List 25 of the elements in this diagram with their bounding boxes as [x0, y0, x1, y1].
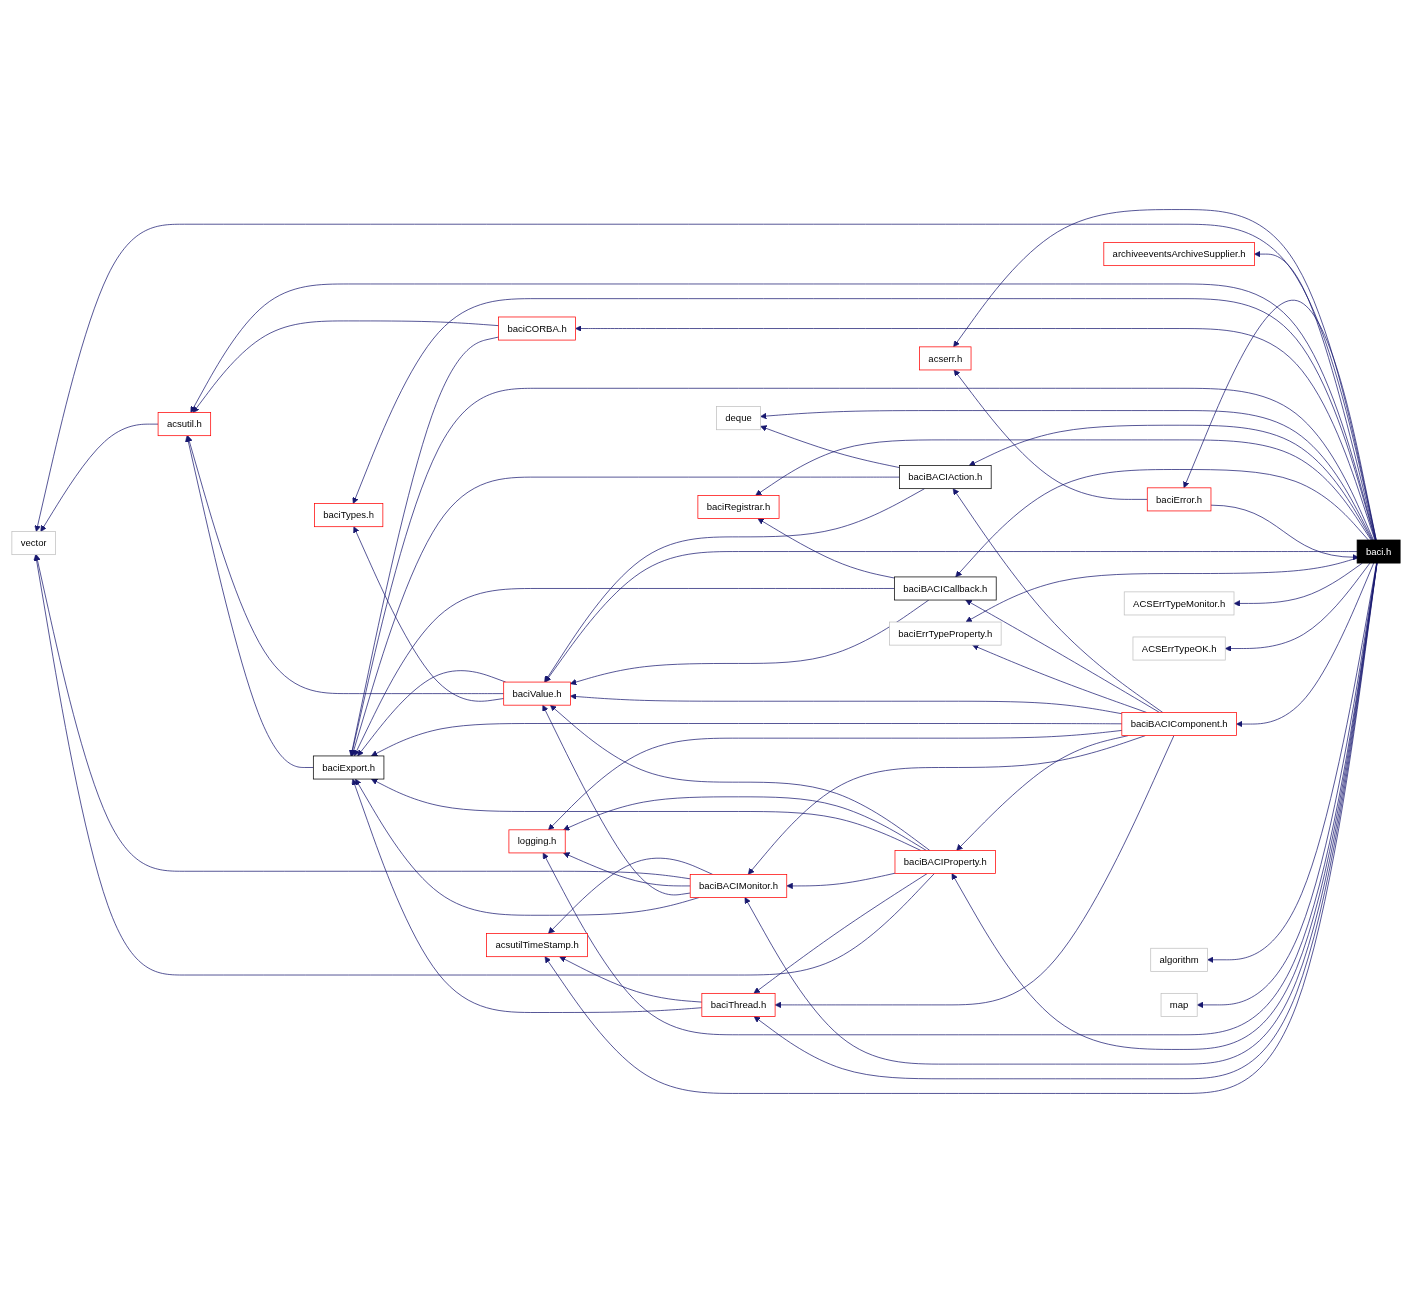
node-box: acserr.h — [918, 346, 971, 371]
node-box: baciBACIAction.h — [898, 465, 992, 490]
node-box: map — [1160, 993, 1198, 1017]
node-box: ACSErrTypeMonitor.h — [1123, 591, 1234, 616]
node-box: baciExport.h — [312, 755, 384, 780]
node-box: algorithm — [1149, 947, 1208, 972]
node-box: baciBACICallback.h — [893, 576, 997, 601]
node-box: baciCORBA.h — [497, 316, 576, 341]
node-box: baciBACIComponent.h — [1120, 712, 1237, 736]
node-box: baciRegistrar.h — [697, 495, 779, 519]
node-box: acsutil.h — [157, 412, 211, 437]
node-box: logging.h — [508, 829, 566, 854]
node-box: baci.h — [1356, 539, 1400, 564]
node-box: deque — [715, 406, 761, 431]
node-box: baciTypes.h — [313, 503, 383, 528]
node-box: baciError.h — [1146, 487, 1211, 512]
node-box: archiveeventsArchiveSupplier.h — [1102, 242, 1255, 266]
node-box: baciBACIMonitor.h — [689, 874, 787, 898]
node-box: acsutilTimeStamp.h — [485, 933, 588, 958]
node-box: baciThread.h — [701, 993, 775, 1017]
node-box: vector — [11, 531, 56, 556]
node-box: ACSErrTypeOK.h — [1132, 636, 1226, 661]
node-box: baciErrTypeProperty.h — [888, 621, 1001, 646]
node-box: baciBACIProperty.h — [894, 850, 996, 874]
node-box: baciValue.h — [502, 681, 571, 706]
